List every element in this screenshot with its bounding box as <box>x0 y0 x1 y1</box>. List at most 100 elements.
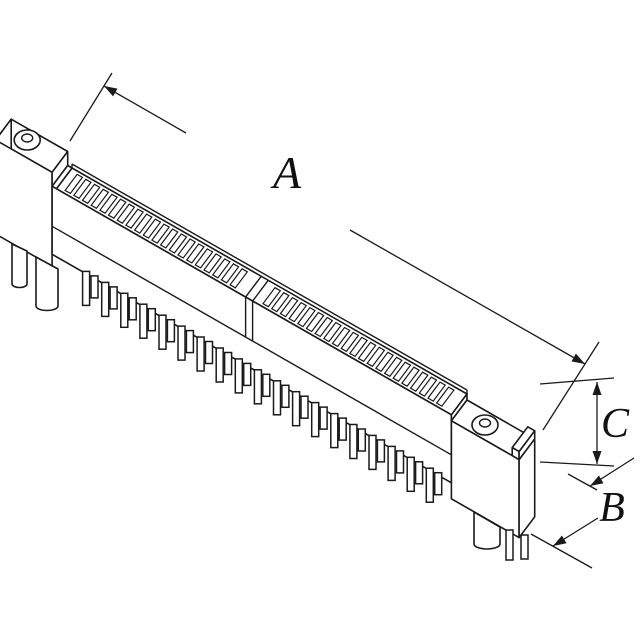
ridge-slot <box>177 238 197 259</box>
ridge-slot <box>296 306 316 328</box>
ridge-slot <box>322 321 342 343</box>
ridge-slot <box>427 381 447 402</box>
contact-pin-front <box>406 456 415 493</box>
left-mounting-peg-small <box>11 243 28 289</box>
contact-pin-back <box>433 471 443 496</box>
left-mounting-block <box>0 118 69 312</box>
ridge-slot <box>262 286 282 308</box>
housing-seam-lines <box>244 275 269 342</box>
ridge-slot <box>314 316 334 338</box>
ridge-slot <box>133 213 153 234</box>
contact-pin-back <box>166 318 176 343</box>
ridge-slot <box>392 361 412 382</box>
right-mounting-peg <box>473 511 501 550</box>
body-front-mid-line <box>51 225 452 456</box>
dim-a-line-right <box>349 229 586 365</box>
contact-pin-back <box>242 362 252 387</box>
dim-b-arrowhead-upper <box>590 475 604 486</box>
right-mounting-post-tip <box>478 418 492 428</box>
contact-pin-front <box>81 270 91 307</box>
ridge-slot <box>375 351 394 373</box>
dimension-b: B <box>530 457 635 569</box>
ridge-slot <box>81 183 101 205</box>
dim-c-arrowhead-top <box>592 382 602 395</box>
contact-pin-back <box>357 428 367 452</box>
right-block-lip-right <box>518 429 536 461</box>
contact-pin-front <box>310 401 320 438</box>
ridge-slot <box>159 228 179 249</box>
contact-pin-back <box>262 373 271 398</box>
ridge-slot <box>220 263 240 284</box>
ridge-slot <box>229 268 249 289</box>
dim-a-extension-left <box>69 72 113 142</box>
ridge-slot <box>203 253 223 274</box>
ridge-slot <box>270 291 290 313</box>
ridge-slot <box>357 341 377 363</box>
right-mounting-post-top <box>471 414 499 436</box>
contact-pin-front <box>100 281 110 318</box>
dimension-a: A <box>69 72 600 431</box>
contact-pin-back <box>281 384 290 409</box>
contact-pin-back <box>223 351 233 376</box>
contact-pin-front <box>196 336 205 372</box>
ridge-slots <box>64 173 455 407</box>
contact-pin-front <box>120 292 129 329</box>
ridge-slot <box>401 366 420 387</box>
dim-c-extension-top <box>539 377 615 385</box>
contact-pin-front <box>215 347 224 383</box>
ridge-slot <box>383 356 403 378</box>
contact-pin-back <box>338 417 347 441</box>
ridge-slot <box>107 198 127 219</box>
ridge-slot <box>142 218 162 239</box>
right-end-pin <box>520 534 529 560</box>
contact-pin-front <box>368 434 377 471</box>
contact-pin-front <box>234 358 244 394</box>
contact-pin-front <box>139 303 148 339</box>
contact-pin-back <box>395 450 405 474</box>
contact-pin-back <box>109 286 118 310</box>
contact-pin-front <box>177 325 186 361</box>
contact-pin-back <box>90 275 99 299</box>
body-front-face <box>51 185 453 484</box>
ridge-slot <box>211 258 231 279</box>
ridge-slot <box>72 178 92 200</box>
connector-body <box>51 163 468 484</box>
ridge-slot <box>366 346 386 368</box>
contact-pin-front <box>330 412 339 449</box>
ridge-slot <box>125 208 144 229</box>
ridge-slot <box>348 336 368 358</box>
contact-pin-back <box>128 297 137 321</box>
ridge-slot <box>194 248 214 269</box>
ridge-slot <box>99 193 118 214</box>
ridge-slot <box>90 188 110 210</box>
dim-b-arrowhead-lower <box>553 535 567 546</box>
contact-pin-back <box>147 307 157 332</box>
left-mounting-post-tip <box>21 133 34 143</box>
ridge-slot <box>331 326 351 348</box>
ridge-slot <box>418 376 438 397</box>
ridge-slot <box>288 301 308 323</box>
ridge-slot <box>279 296 299 318</box>
contact-pin-front <box>253 369 263 405</box>
ridge-slot <box>64 173 84 195</box>
contact-pin-back <box>185 329 195 354</box>
left-mounting-post-top <box>13 129 42 151</box>
ridge-slot <box>340 331 360 353</box>
dim-c-extension-bottom <box>539 461 615 467</box>
dim-a-arrowhead-left <box>104 86 118 97</box>
contact-pin-back <box>319 406 328 430</box>
ridge-slot <box>409 371 429 392</box>
left-mounting-peg-large <box>35 256 59 312</box>
ridge-slot <box>435 386 455 407</box>
right-end-pin <box>505 529 514 561</box>
contact-pins <box>81 270 443 503</box>
contact-pin-back <box>414 461 424 485</box>
contact-pin-front <box>272 380 282 416</box>
contact-pin-front <box>425 467 435 503</box>
ridge-slot <box>168 233 188 254</box>
dim-label-b: B <box>599 485 625 531</box>
dim-a-line-left <box>103 85 187 134</box>
contact-pin-front <box>158 314 167 350</box>
